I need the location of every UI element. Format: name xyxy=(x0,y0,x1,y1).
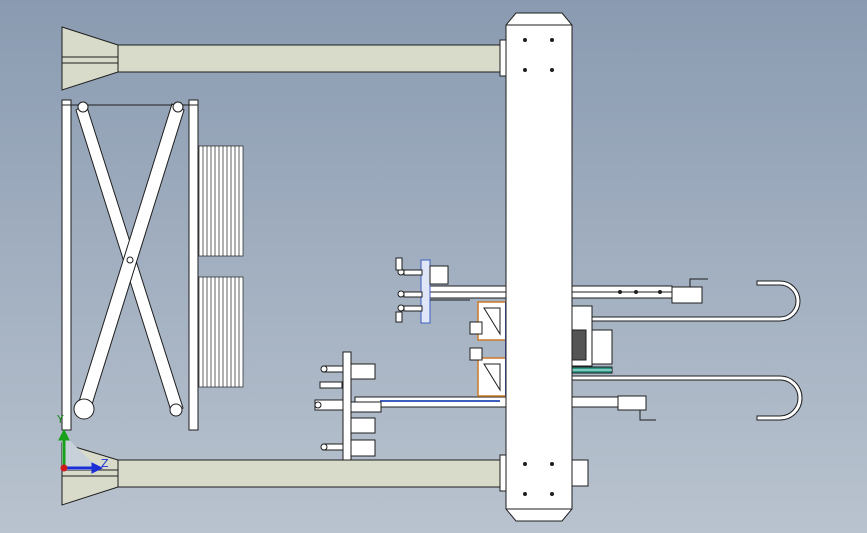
scissor-pivot-top-right xyxy=(172,101,184,113)
scissor-pivot-top-left xyxy=(77,101,89,113)
vertical-column[interactable] xyxy=(505,12,573,522)
top-beam[interactable] xyxy=(61,26,509,91)
bottom-beam[interactable] xyxy=(61,442,509,506)
coordinate-triad xyxy=(58,428,104,474)
suction-cup xyxy=(397,290,405,298)
cable-upper[interactable] xyxy=(569,280,801,322)
drive-motor[interactable] xyxy=(567,305,613,374)
triad-plane xyxy=(62,433,100,470)
carriage-block[interactable] xyxy=(469,301,507,397)
top-beam-foot xyxy=(61,26,119,91)
suction-cup xyxy=(320,443,328,451)
triad-z-label: Z xyxy=(101,457,109,470)
scissor-left-post xyxy=(61,99,72,431)
column-bottom-bracket[interactable] xyxy=(571,459,589,487)
bottom-beam-rail xyxy=(117,459,505,488)
column-body xyxy=(505,12,573,522)
lower-gripper[interactable] xyxy=(314,351,382,461)
suction-cup xyxy=(314,401,322,409)
suction-cup xyxy=(397,304,405,312)
scissor-right-post xyxy=(188,99,199,431)
scissor-lift[interactable] xyxy=(61,99,199,431)
triad-origin xyxy=(60,464,68,472)
sheet-stack-upper[interactable] xyxy=(198,145,244,257)
triad-y-label: Y xyxy=(57,413,64,426)
scissor-pivot-bottom-right xyxy=(169,403,183,417)
scissor-roller-bottom-left xyxy=(73,398,95,420)
cable-lower[interactable] xyxy=(569,375,803,421)
top-beam-rail xyxy=(117,44,505,73)
suction-cup xyxy=(320,365,328,373)
scissor-pivot-center xyxy=(126,256,134,264)
sheet-stack-lower[interactable] xyxy=(198,276,244,388)
upper-gripper[interactable] xyxy=(395,257,470,324)
